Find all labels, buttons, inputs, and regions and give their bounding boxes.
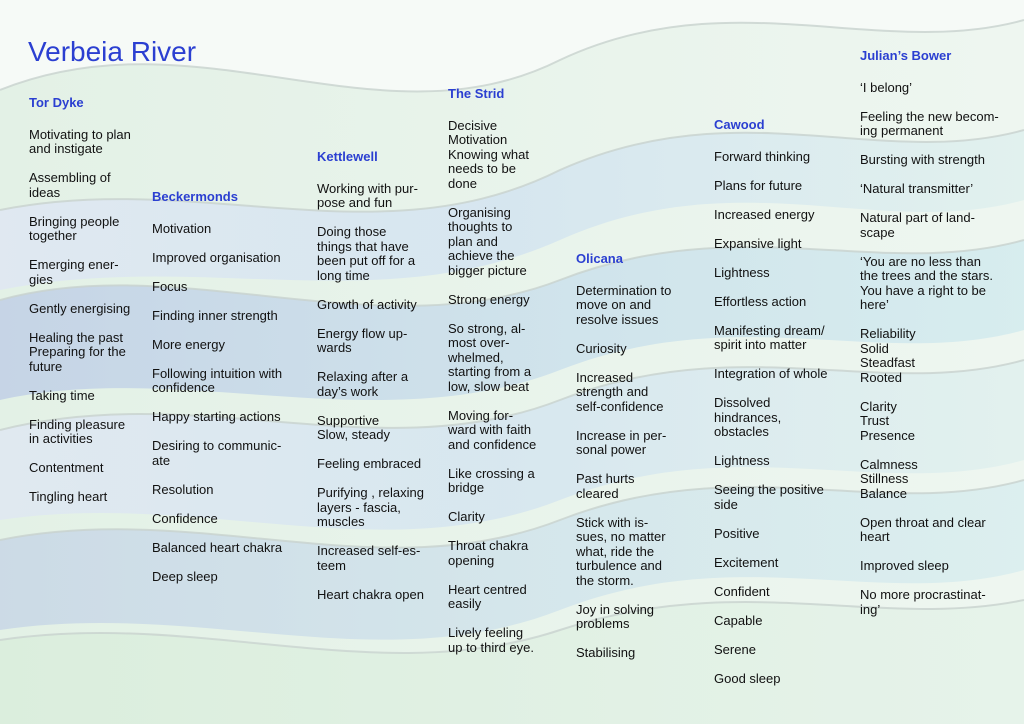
list-item: Positive bbox=[714, 525, 760, 541]
list-item: Focus bbox=[152, 278, 188, 294]
list-item: Effortless action bbox=[714, 293, 807, 309]
list-item: Supportive Slow, steady bbox=[317, 412, 390, 442]
list-item: Curiosity bbox=[576, 340, 627, 356]
list-item: Taking time bbox=[29, 387, 95, 403]
column-heading: Tor Dyke bbox=[29, 95, 84, 110]
list-item: Calmness Stillness Balance bbox=[860, 456, 918, 501]
list-item: Feeling embraced bbox=[317, 456, 422, 471]
column-heading: Kettlewell bbox=[317, 149, 378, 164]
column-heading: Olicana bbox=[576, 251, 623, 266]
column-olicana: Olicana Determination to move on and res… bbox=[576, 251, 701, 675]
list-item: Contentment bbox=[29, 460, 104, 475]
list-item: Lively feeling up to third eye. bbox=[448, 625, 534, 655]
list-item: Growth of activity bbox=[317, 296, 417, 312]
list-item: Happy starting actions bbox=[152, 409, 281, 424]
page-title: Verbeia River bbox=[28, 36, 197, 67]
list-item: Open throat and clear heart bbox=[860, 514, 986, 544]
list-item: Resolution bbox=[152, 481, 214, 497]
column-tor-dyke: Tor Dyke Motivating to plan and instigat… bbox=[29, 95, 147, 519]
list-item: More energy bbox=[152, 336, 225, 352]
list-item: Confident bbox=[714, 583, 770, 599]
list-item: Motivation bbox=[152, 220, 212, 236]
list-item: Following intuition with confidence bbox=[152, 365, 283, 395]
list-item: Gently energising bbox=[29, 300, 131, 316]
column-heading: Cawood bbox=[714, 117, 765, 132]
list-item: Stick with is- sues, no matter what, rid… bbox=[576, 514, 666, 588]
list-item: Strong energy bbox=[448, 291, 530, 307]
list-item: Throat chakra opening bbox=[448, 538, 529, 568]
list-item: Serene bbox=[714, 641, 756, 657]
list-item: Emerging ener- gies bbox=[29, 257, 119, 287]
list-item: Healing the past Preparing for the futur… bbox=[29, 329, 126, 374]
list-item: Confidence bbox=[152, 510, 218, 526]
list-item: Clarity Trust Presence bbox=[860, 398, 915, 443]
column-heading: Julian’s Bower bbox=[860, 48, 952, 63]
column-heading: The Strid bbox=[448, 86, 505, 101]
list-item: Finding pleasure in activities bbox=[29, 416, 126, 446]
column-kettlewell: Kettlewell Working with pur- pose and fu… bbox=[317, 149, 442, 617]
list-item: Determination to move on and resolve iss… bbox=[576, 282, 672, 327]
list-item: Capable bbox=[714, 612, 763, 628]
list-item: Balanced heart chakra bbox=[152, 539, 283, 555]
list-item: ‘You are no less than the trees and the … bbox=[860, 253, 993, 312]
list-item: Expansive light bbox=[714, 235, 802, 251]
list-item: Motivating to plan and instigate bbox=[29, 126, 131, 156]
list-item: Heart chakra open bbox=[317, 586, 424, 602]
list-item: ‘I belong’ bbox=[860, 79, 913, 95]
list-item: Joy in solving problems bbox=[576, 601, 655, 631]
list-item: Lightness bbox=[714, 264, 770, 280]
list-item: Improved organisation bbox=[152, 249, 281, 265]
list-item: Assembling of ideas bbox=[29, 170, 111, 200]
column-beckermonds: Beckermonds Motivation Improved organisa… bbox=[152, 189, 297, 599]
list-item: Manifesting dream/ spirit into matter bbox=[714, 322, 825, 352]
list-item: Increased self-es- teem bbox=[317, 543, 421, 573]
list-item: Doing those things that have been put of… bbox=[317, 224, 416, 283]
list-item: Seeing the positive side bbox=[714, 482, 824, 512]
list-item: Forward thinking bbox=[714, 148, 811, 164]
list-item: ‘Natural transmitter’ bbox=[860, 181, 974, 196]
list-item: Heart centred easily bbox=[448, 581, 527, 611]
list-item: No more procrastinat- ing’ bbox=[860, 587, 986, 617]
list-item: Working with pur- pose and fun bbox=[317, 180, 418, 210]
list-item: Stabilising bbox=[576, 645, 636, 660]
list-item: Purifying , relaxing layers - fascia, mu… bbox=[317, 485, 424, 529]
list-item: Improved sleep bbox=[860, 558, 949, 573]
list-item: Feeling the new becom- ing permanent bbox=[860, 108, 999, 138]
list-item: Dissolved hindrances, obstacles bbox=[714, 395, 782, 439]
list-item: Deep sleep bbox=[152, 568, 218, 584]
list-item: Desiring to communic- ate bbox=[152, 438, 282, 468]
list-item: Decisive Motivation Knowing what needs t… bbox=[448, 117, 529, 191]
list-item: Plans for future bbox=[714, 177, 803, 193]
list-item: Natural part of land- scape bbox=[860, 210, 975, 240]
list-item: Past hurts cleared bbox=[576, 471, 635, 501]
list-item: Energy flow up- wards bbox=[317, 325, 408, 355]
list-item: Like crossing a bridge bbox=[448, 465, 535, 495]
list-item: Clarity bbox=[448, 509, 485, 524]
column-julians-bower: Julian’s Bower ‘I belong’ Feeling the ne… bbox=[860, 48, 1016, 632]
list-item: Increase in per- sonal power bbox=[576, 427, 667, 457]
list-item: Integration of whole bbox=[714, 366, 828, 381]
list-item: Good sleep bbox=[714, 670, 781, 686]
list-item: Organising thoughts to plan and achieve … bbox=[448, 204, 527, 278]
list-item: Reliability Solid Steadfast Rooted bbox=[860, 326, 916, 385]
list-item: So strong, al- most over- whelmed, start… bbox=[448, 320, 532, 394]
list-item: Bursting with strength bbox=[860, 152, 986, 167]
list-item: Increased energy bbox=[714, 206, 815, 222]
list-item: Bringing people together bbox=[29, 213, 120, 243]
list-item: Finding inner strength bbox=[152, 307, 278, 323]
list-item: Moving for- ward with faith and confiden… bbox=[448, 407, 537, 452]
list-item: Tingling heart bbox=[29, 489, 108, 504]
list-item: Lightness bbox=[714, 453, 770, 468]
column-heading: Beckermonds bbox=[152, 189, 238, 204]
column-the-strid: The Strid Decisive Motivation Knowing wh… bbox=[448, 86, 568, 670]
column-cawood: Cawood Forward thinking Plans for future… bbox=[714, 117, 854, 701]
list-item: Relaxing after a day’s work bbox=[317, 369, 409, 399]
list-item: Increased strength and self-confidence bbox=[576, 369, 664, 414]
list-item: Excitement bbox=[714, 554, 779, 570]
